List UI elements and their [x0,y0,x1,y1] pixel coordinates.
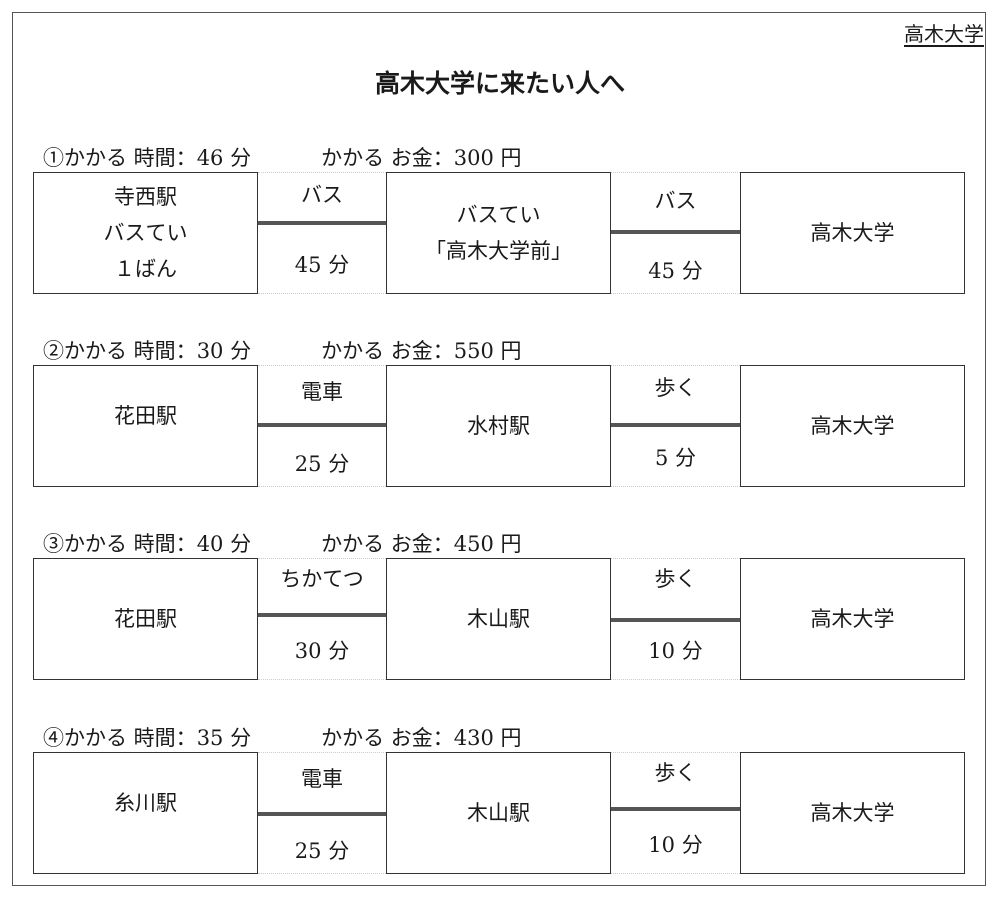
start-station-box: 花田駅 [33,558,258,680]
start-station-box: 糸川駅 [33,752,258,874]
corner-label: 高木大学 [904,22,984,46]
leg-2: 歩く 10 分 [611,558,740,680]
start-station-line: 糸川駅 [114,791,177,815]
leg-line [611,618,740,622]
leg-2: バス 45 分 [611,172,740,294]
start-station-line: １ばん [114,257,177,281]
leg-2: 歩く 10 分 [611,752,740,874]
leg-line [611,807,740,811]
end-station-label: 高木大学 [810,221,895,245]
route-header: ②かかる 時間：30 分 かかる お金：550 円 [43,335,522,365]
cost-label: かかる お金： [321,339,454,363]
leg-mode: 歩く [654,761,697,785]
cost-value: 450 円 [453,532,522,556]
leg-mode: 歩く [654,376,697,400]
leg-mode: 電車 [301,380,343,404]
leg-mode: 電車 [301,767,343,791]
mid-station-line: 水村駅 [467,414,530,438]
time-label: かかる 時間： [64,726,197,750]
leg-line [258,613,386,617]
end-station-box: 高木大学 [740,365,965,487]
cost-label: かかる お金： [321,726,454,750]
start-station-line: バスてい [103,221,188,245]
route-2: ②かかる 時間：30 分 かかる お金：550 円 花田駅 電車 25 分 水村駅… [33,335,965,515]
start-station-box: 花田駅 [33,365,258,487]
leg-line [258,423,386,427]
end-station-box: 高木大学 [740,172,965,294]
time-label: かかる 時間： [64,339,197,363]
leg-1: ちかてつ 30 分 [258,558,386,680]
cost-label: かかる お金： [321,146,454,170]
leg-line [611,230,740,234]
start-station-line: 花田駅 [114,607,177,631]
time-label: かかる 時間： [64,146,197,170]
cost-value: 300 円 [453,146,522,170]
route-header: ①かかる 時間：46 分 かかる お金：300 円 [43,142,522,172]
route-number: ① [43,146,64,170]
leg-line [258,221,386,225]
leg-time: 10 分 [648,639,703,663]
leg-mode: バス [301,183,343,207]
end-station-label: 高木大学 [810,607,895,631]
leg-time: 5 分 [654,446,697,470]
leg-line [258,812,386,816]
start-station-box: 寺西駅 バスてい １ばん [33,172,258,294]
route-header: ③かかる 時間：40 分 かかる お金：450 円 [43,528,522,558]
end-station-label: 高木大学 [810,414,895,438]
time-value: 40 分 [196,532,252,556]
route-header: ④かかる 時間：35 分 かかる お金：430 円 [43,722,522,752]
leg-mode: 歩く [654,567,697,591]
route-number: ④ [43,726,64,750]
page-frame [12,12,986,886]
time-value: 35 分 [196,726,252,750]
leg-mode: ちかてつ [280,567,364,591]
leg-time: 10 分 [648,833,703,857]
mid-station-line: 木山駅 [467,801,530,825]
mid-station-box: 木山駅 [386,558,611,680]
leg-1: 電車 25 分 [258,752,386,874]
time-value: 46 分 [196,146,252,170]
leg-1: バス 45 分 [258,172,386,294]
leg-time: 30 分 [294,639,350,663]
end-station-box: 高木大学 [740,752,965,874]
end-station-label: 高木大学 [810,801,895,825]
cost-value: 430 円 [453,726,522,750]
start-station-line: 寺西駅 [114,185,177,209]
mid-station-line: 木山駅 [467,607,530,631]
end-station-box: 高木大学 [740,558,965,680]
leg-time: 45 分 [294,253,350,277]
leg-mode: バス [654,189,697,213]
leg-2: 歩く 5 分 [611,365,740,487]
leg-time: 45 分 [648,259,703,283]
time-label: かかる 時間： [64,532,197,556]
route-4: ④かかる 時間：35 分 かかる お金：430 円 糸川駅 電車 25 分 木山駅… [33,722,965,902]
route-1: ①かかる 時間：46 分 かかる お金：300 円 寺西駅 バスてい １ばん バス… [33,142,965,322]
mid-station-box: 木山駅 [386,752,611,874]
mid-station-box: 水村駅 [386,365,611,487]
mid-station-line: バスてい [456,203,541,227]
time-value: 30 分 [196,339,252,363]
page-title: 高木大学に来たい人へ [374,69,625,98]
mid-station-box: バスてい 「高木大学前」 [386,172,611,294]
leg-line [611,423,740,427]
route-3: ③かかる 時間：40 分 かかる お金：450 円 花田駅 ちかてつ 30 分 木… [33,528,965,708]
route-number: ③ [43,532,64,556]
start-station-line: 花田駅 [114,404,177,428]
mid-station-line: 「高木大学前」 [425,239,572,263]
cost-label: かかる お金： [321,532,454,556]
leg-1: 電車 25 分 [258,365,386,487]
leg-time: 25 分 [294,839,350,863]
leg-time: 25 分 [294,452,350,476]
cost-value: 550 円 [453,339,522,363]
route-number: ② [43,339,64,363]
